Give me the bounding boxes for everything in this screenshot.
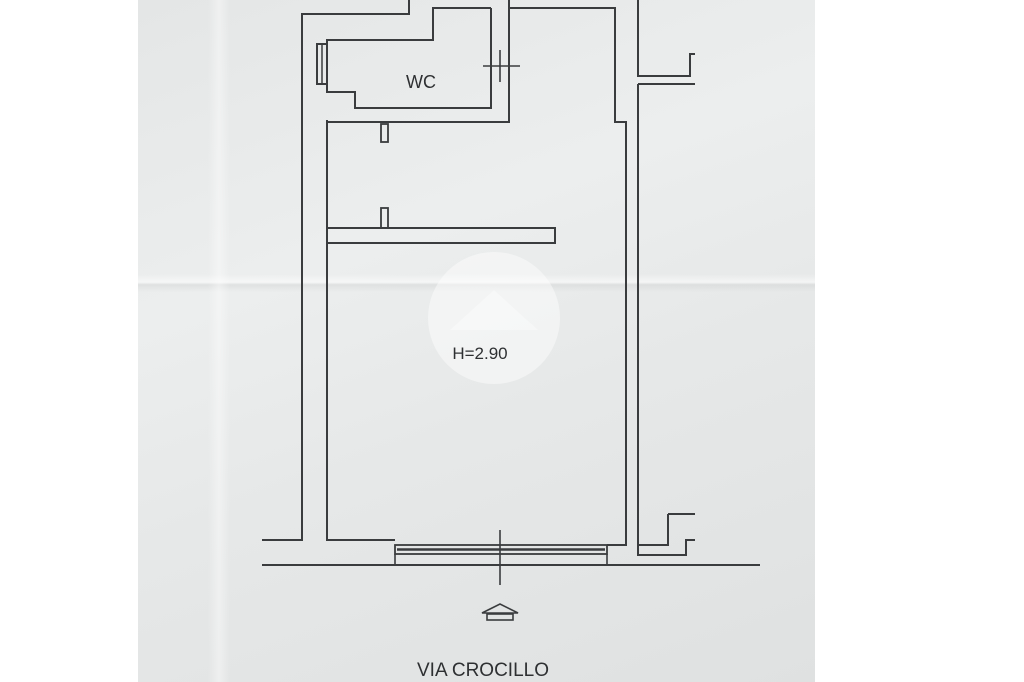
ceiling-height-label: H=2.90 bbox=[452, 344, 507, 363]
wc-label: WC bbox=[406, 72, 436, 92]
paper-sheet bbox=[138, 0, 815, 682]
house-watermark-icon bbox=[428, 252, 560, 384]
wc-door-mark bbox=[483, 50, 520, 82]
entrance-arrow-icon bbox=[481, 603, 519, 621]
upper-right-walls bbox=[326, 0, 695, 556]
street-name-label: VIA CROCILLO bbox=[417, 660, 549, 681]
interior-partition bbox=[327, 123, 556, 244]
storefront-window bbox=[262, 530, 760, 585]
wc-window bbox=[316, 43, 328, 85]
left-outer-wall bbox=[262, 0, 410, 541]
